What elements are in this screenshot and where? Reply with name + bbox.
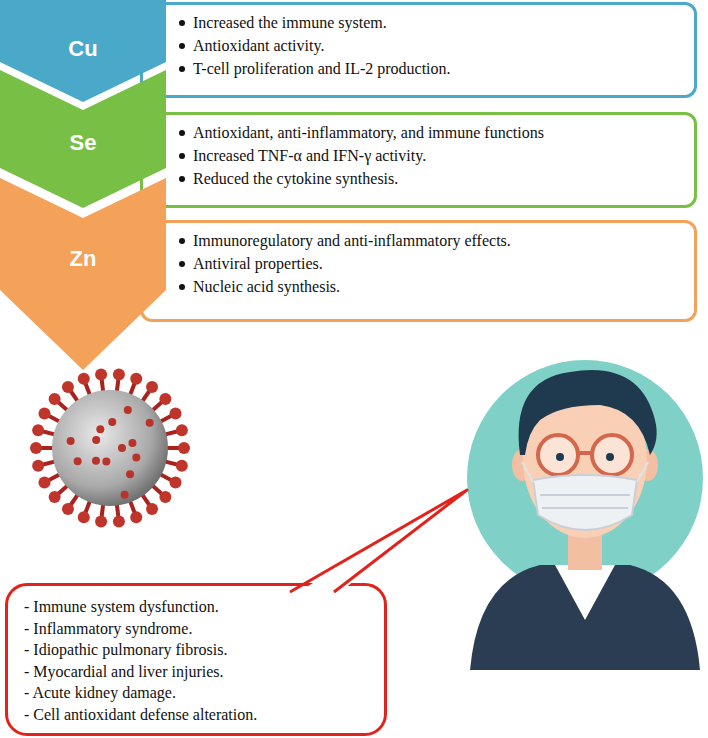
virus-illustration bbox=[30, 369, 190, 528]
bullet-item: Antioxidant activity. bbox=[179, 35, 684, 57]
bullet-item: Increased TNF-α and IFN-γ activity. bbox=[179, 145, 684, 167]
bullet-dot bbox=[179, 261, 185, 267]
bullet-text: Antioxidant, anti-inflammatory, and immu… bbox=[193, 124, 544, 141]
bullet-text: Increased the immune system. bbox=[193, 14, 387, 31]
bullet-item: T-cell proliferation and IL-2 production… bbox=[179, 58, 684, 80]
symptom-item: - Myocardial and liver injuries. bbox=[24, 661, 372, 683]
bullet-dot bbox=[179, 176, 185, 182]
effects-box: Antioxidant, anti-inflammatory, and immu… bbox=[140, 112, 697, 208]
bullet-text: Increased TNF-α and IFN-γ activity. bbox=[193, 147, 426, 164]
bullet-dot bbox=[179, 66, 185, 72]
bullet-item: Immunoregulatory and anti-inflammatory e… bbox=[179, 230, 684, 252]
element-chevron: Se bbox=[0, 70, 166, 210]
bullet-text: Nucleic acid synthesis. bbox=[193, 278, 340, 295]
bullet-text: T-cell proliferation and IL-2 production… bbox=[193, 60, 451, 77]
symptom-item: - Idiopathic pulmonary fibrosis. bbox=[24, 639, 372, 661]
symptom-item: - Acute kidney damage. bbox=[24, 682, 372, 704]
symptom-item: - Immune system dysfunction. bbox=[24, 596, 372, 618]
bullet-dot bbox=[179, 43, 185, 49]
bullet-item: Antioxidant, anti-inflammatory, and immu… bbox=[179, 122, 684, 144]
bullet-text: Immunoregulatory and anti-inflammatory e… bbox=[193, 232, 511, 249]
element-symbol: Se bbox=[0, 130, 166, 156]
bullet-item: Nucleic acid synthesis. bbox=[179, 276, 684, 298]
bullet-dot bbox=[179, 153, 185, 159]
chevron-shape bbox=[0, 178, 166, 372]
element-symbol: Zn bbox=[0, 246, 166, 272]
bullet-dot bbox=[179, 20, 185, 26]
bullet-item: Reduced the cytokine synthesis. bbox=[179, 168, 684, 190]
effects-box: Increased the immune system. Antioxidant … bbox=[140, 2, 697, 98]
bullet-text: Antiviral properties. bbox=[193, 255, 323, 272]
symptom-item: - Inflammatory syndrome. bbox=[24, 618, 372, 640]
bullet-text: Reduced the cytokine synthesis. bbox=[193, 170, 398, 187]
bullet-dot bbox=[179, 238, 185, 244]
person-illustration bbox=[467, 360, 703, 670]
symptom-item: - Cell antioxidant defense alteration. bbox=[24, 704, 372, 726]
effects-box: Immunoregulatory and anti-inflammatory e… bbox=[140, 220, 697, 322]
bullet-item: Increased the immune system. bbox=[179, 12, 684, 34]
bullet-dot bbox=[179, 130, 185, 136]
bullet-dot bbox=[179, 284, 185, 290]
bullet-text: Antioxidant activity. bbox=[193, 37, 324, 54]
element-chevron: Zn bbox=[0, 178, 166, 372]
element-symbol: Cu bbox=[0, 36, 166, 62]
bullet-item: Antiviral properties. bbox=[179, 253, 684, 275]
symptom-callout: - Immune system dysfunction.- Inflammato… bbox=[5, 583, 387, 736]
